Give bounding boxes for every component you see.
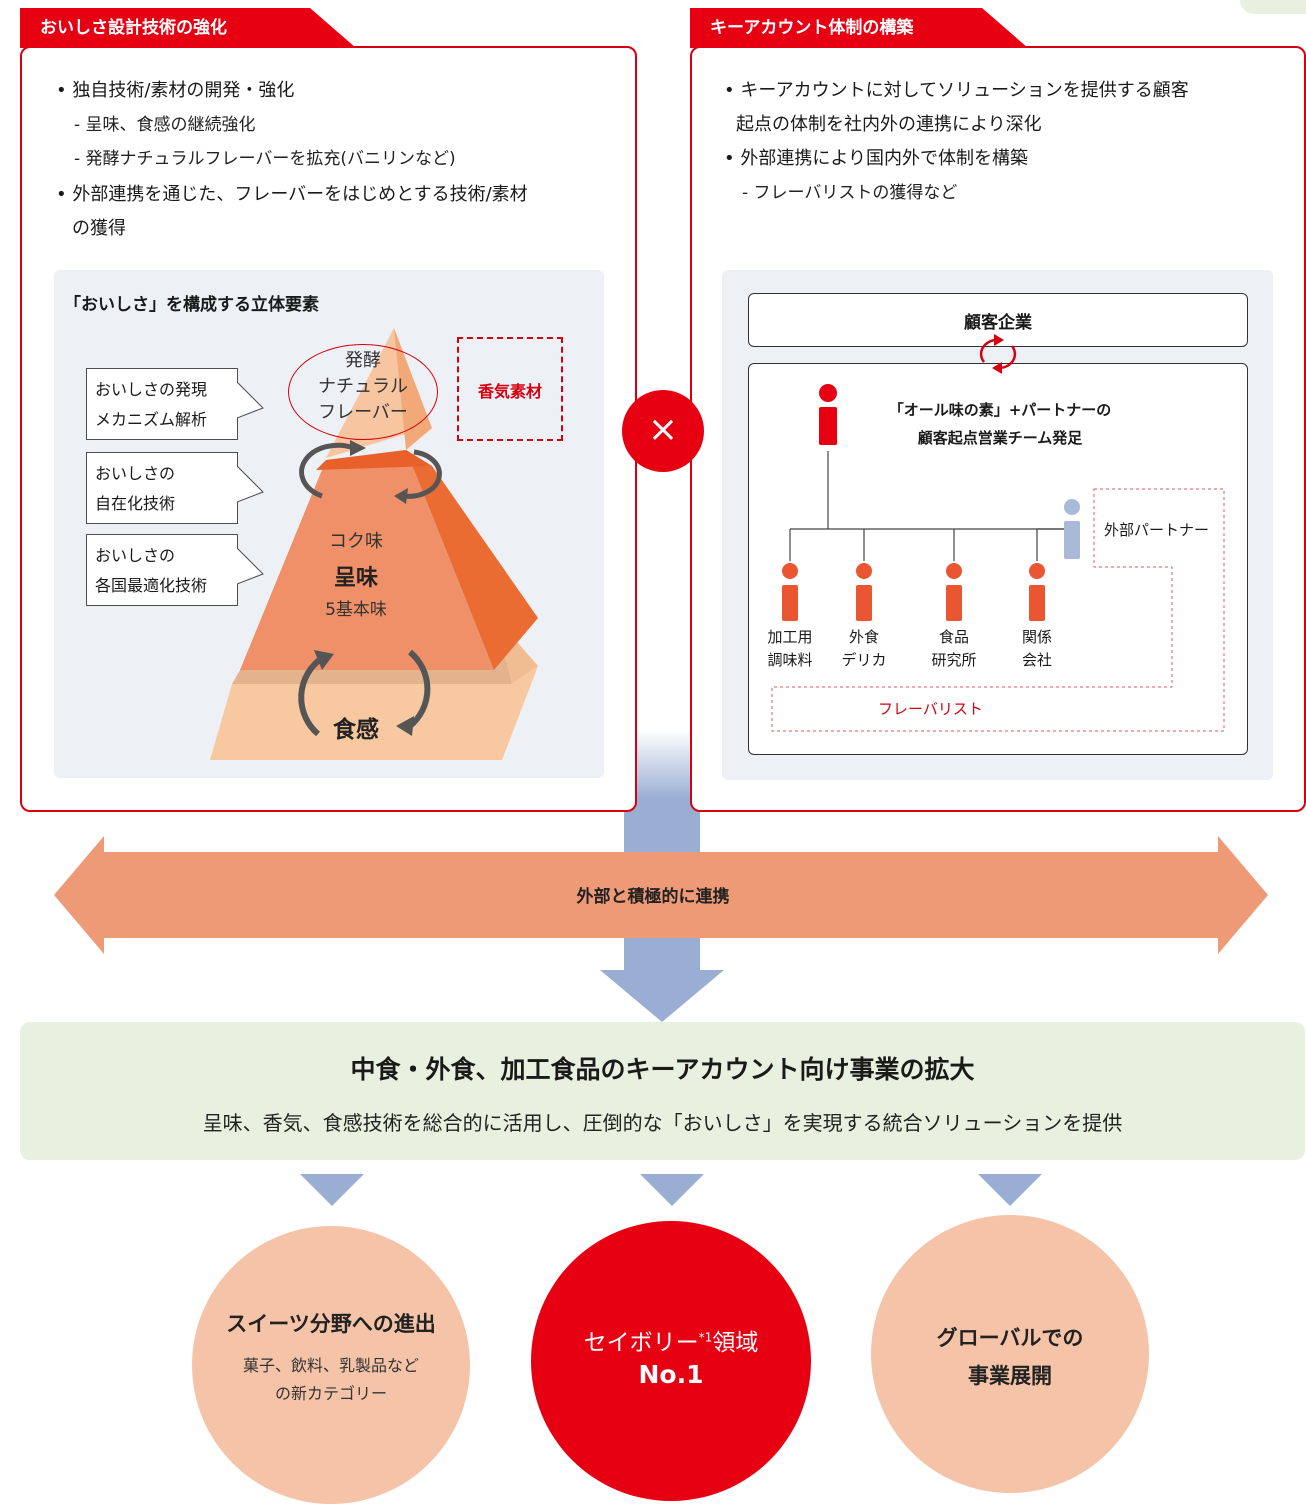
savory-text: セイボリー	[583, 1330, 699, 1356]
right-bullet-2: • 外部連携により国内外で体制を構築	[724, 148, 1028, 169]
diagram-title: 「おいしさ」を構成する立体要素	[64, 295, 319, 315]
callout-2-line1: おいしさの	[95, 464, 176, 483]
top-label-line2: ナチュラル	[318, 376, 408, 397]
umami-label: 呈味	[333, 566, 378, 591]
partner-person-icon	[1064, 499, 1080, 515]
fermentation-flavor-ring	[288, 344, 438, 440]
left-bullet-1: • 独自技術/素材の開発・強化	[56, 80, 295, 101]
down-arrow-small-icon	[978, 1174, 1042, 1206]
left-bullet-2-line2: の獲得	[72, 218, 126, 239]
global-line1: グローバルでの	[936, 1326, 1084, 1350]
sweets-desc-1: 菓子、飲料、乳製品など	[242, 1356, 419, 1375]
aroma-material-box	[457, 337, 563, 441]
savory-no1: No.1	[638, 1360, 704, 1389]
callout-pointers	[237, 381, 264, 585]
down-arrow-small-icon	[300, 1174, 364, 1206]
result-title: 中食・外食、加工食品のキーアカウント向け事業の拡大	[350, 1055, 975, 1084]
team-label-line2: 顧客起点営業チーム発足	[917, 429, 1083, 447]
member-3-line1: 食品	[938, 628, 969, 646]
taste-layer-top	[316, 450, 432, 470]
savory-title: セイボリー*1領域	[531, 1323, 811, 1357]
callout-optimize: おいしさの 各国最適化技術	[86, 534, 238, 606]
sweets-circle	[192, 1226, 470, 1504]
partner-dashed-box	[771, 488, 1225, 732]
member-label-affiliates: 関係 会社	[1002, 626, 1072, 672]
flavorist-label: フレーバリスト	[878, 700, 983, 718]
multiply-icon: ×	[622, 390, 704, 472]
member-4-line1: 関係	[1021, 628, 1052, 646]
corner-decoration	[1240, 0, 1306, 14]
left-sub-2: - 発酵ナチュラルフレーバーを拡充(バニリンなど)	[74, 149, 456, 169]
left-sub-1: - 呈味、食感の継続強化	[74, 115, 256, 135]
top-label-line1: 発酵	[345, 350, 381, 371]
rotate-arrow-large-icon	[298, 655, 324, 737]
koku-label: コク味	[329, 531, 383, 552]
member-1-line1: 加工用	[767, 628, 813, 646]
callout-3-line2: 各国最適化技術	[95, 576, 208, 595]
external-partner-label: 外部パートナー	[1104, 521, 1210, 539]
team-label-line1: 「オール味の素」+パートナーの	[888, 401, 1112, 419]
right-panel-tab: キーアカウント体制の構築	[690, 8, 1028, 48]
member-1-line2: 調味料	[767, 651, 813, 669]
taste-layer-right	[406, 450, 538, 670]
rotate-arrow-icon	[299, 442, 355, 499]
taste-layer-front	[240, 450, 494, 670]
callout-3-line1: おいしさの	[95, 546, 176, 565]
member-label-processing: 加工用 調味料	[755, 626, 825, 672]
member-2-line1: 外食	[848, 628, 879, 646]
leader-person-icon	[819, 384, 837, 402]
top-label-line3: フレーバー	[318, 402, 408, 423]
down-arrow-small-icon	[640, 1174, 704, 1206]
right-sub-1: - フレーバリストの獲得など	[742, 183, 958, 203]
result-box	[20, 1022, 1305, 1160]
texture-layer-front	[210, 666, 538, 760]
left-panel-tab: おいしさ設計技術の強化	[20, 8, 356, 48]
texture-label: 食感	[333, 717, 379, 743]
callout-control: おいしさの 自在化技術	[86, 452, 238, 524]
sweets-title: スイーツ分野への進出	[226, 1312, 436, 1336]
member-label-foodservice: 外食 デリカ	[829, 626, 899, 672]
collaboration-label: 外部と積極的に連携	[576, 887, 730, 907]
rotate-arrow-large-icon	[408, 649, 431, 729]
org-chart	[771, 384, 1225, 732]
global-circle	[871, 1215, 1149, 1493]
fermentation-flavor-label: 発酵 ナチュラル フレーバー	[288, 348, 438, 426]
right-bullet-1-line2: 起点の体制を社内外の連携により深化	[736, 114, 1042, 135]
savory-circle	[531, 1221, 811, 1501]
aroma-material-label: 香気素材	[477, 382, 542, 401]
member-person-icon	[946, 563, 962, 579]
member-person-icon	[1029, 563, 1045, 579]
savory-footnote: *1	[698, 1330, 713, 1345]
callout-mechanism: おいしさの発現 メカニズム解析	[86, 368, 238, 440]
customer-label: 顧客企業	[964, 313, 1032, 333]
left-bullet-2-line1: • 外部連携を通じた、フレーバーをはじめとする技術/素材	[56, 184, 528, 205]
global-line2: 事業展開	[968, 1364, 1052, 1388]
callout-1-line2: メカニズム解析	[95, 410, 208, 429]
member-3-line2: 研究所	[931, 651, 977, 669]
collaboration-arrow	[54, 836, 1268, 954]
member-person-icon	[856, 563, 872, 579]
down-arrow-main	[600, 970, 724, 1022]
callout-1-line1: おいしさの発現	[95, 380, 208, 399]
pyramid-diagram	[210, 328, 538, 760]
result-subtitle: 呈味、香気、食感技術を総合的に活用し、圧倒的な「おいしさ」を実現する統合ソリュー…	[202, 1111, 1123, 1135]
basic-taste-label: 5基本味	[325, 600, 387, 620]
exchange-icon	[979, 334, 1017, 374]
member-label-lab: 食品 研究所	[919, 626, 989, 672]
rotate-arrow-icon	[403, 449, 442, 499]
savory-field: 領域	[712, 1330, 759, 1356]
team-label: 「オール味の素」+パートナーの 顧客起点営業チーム発足	[860, 396, 1140, 452]
right-bullet-1-line1: • キーアカウントに対してソリューションを提供する顧客	[724, 80, 1189, 101]
member-person-icon	[782, 563, 798, 579]
callout-2-line2: 自在化技術	[95, 494, 176, 513]
sweets-desc-2: の新カテゴリー	[274, 1384, 387, 1403]
member-2-line2: デリカ	[841, 651, 887, 669]
member-4-line2: 会社	[1021, 651, 1052, 669]
